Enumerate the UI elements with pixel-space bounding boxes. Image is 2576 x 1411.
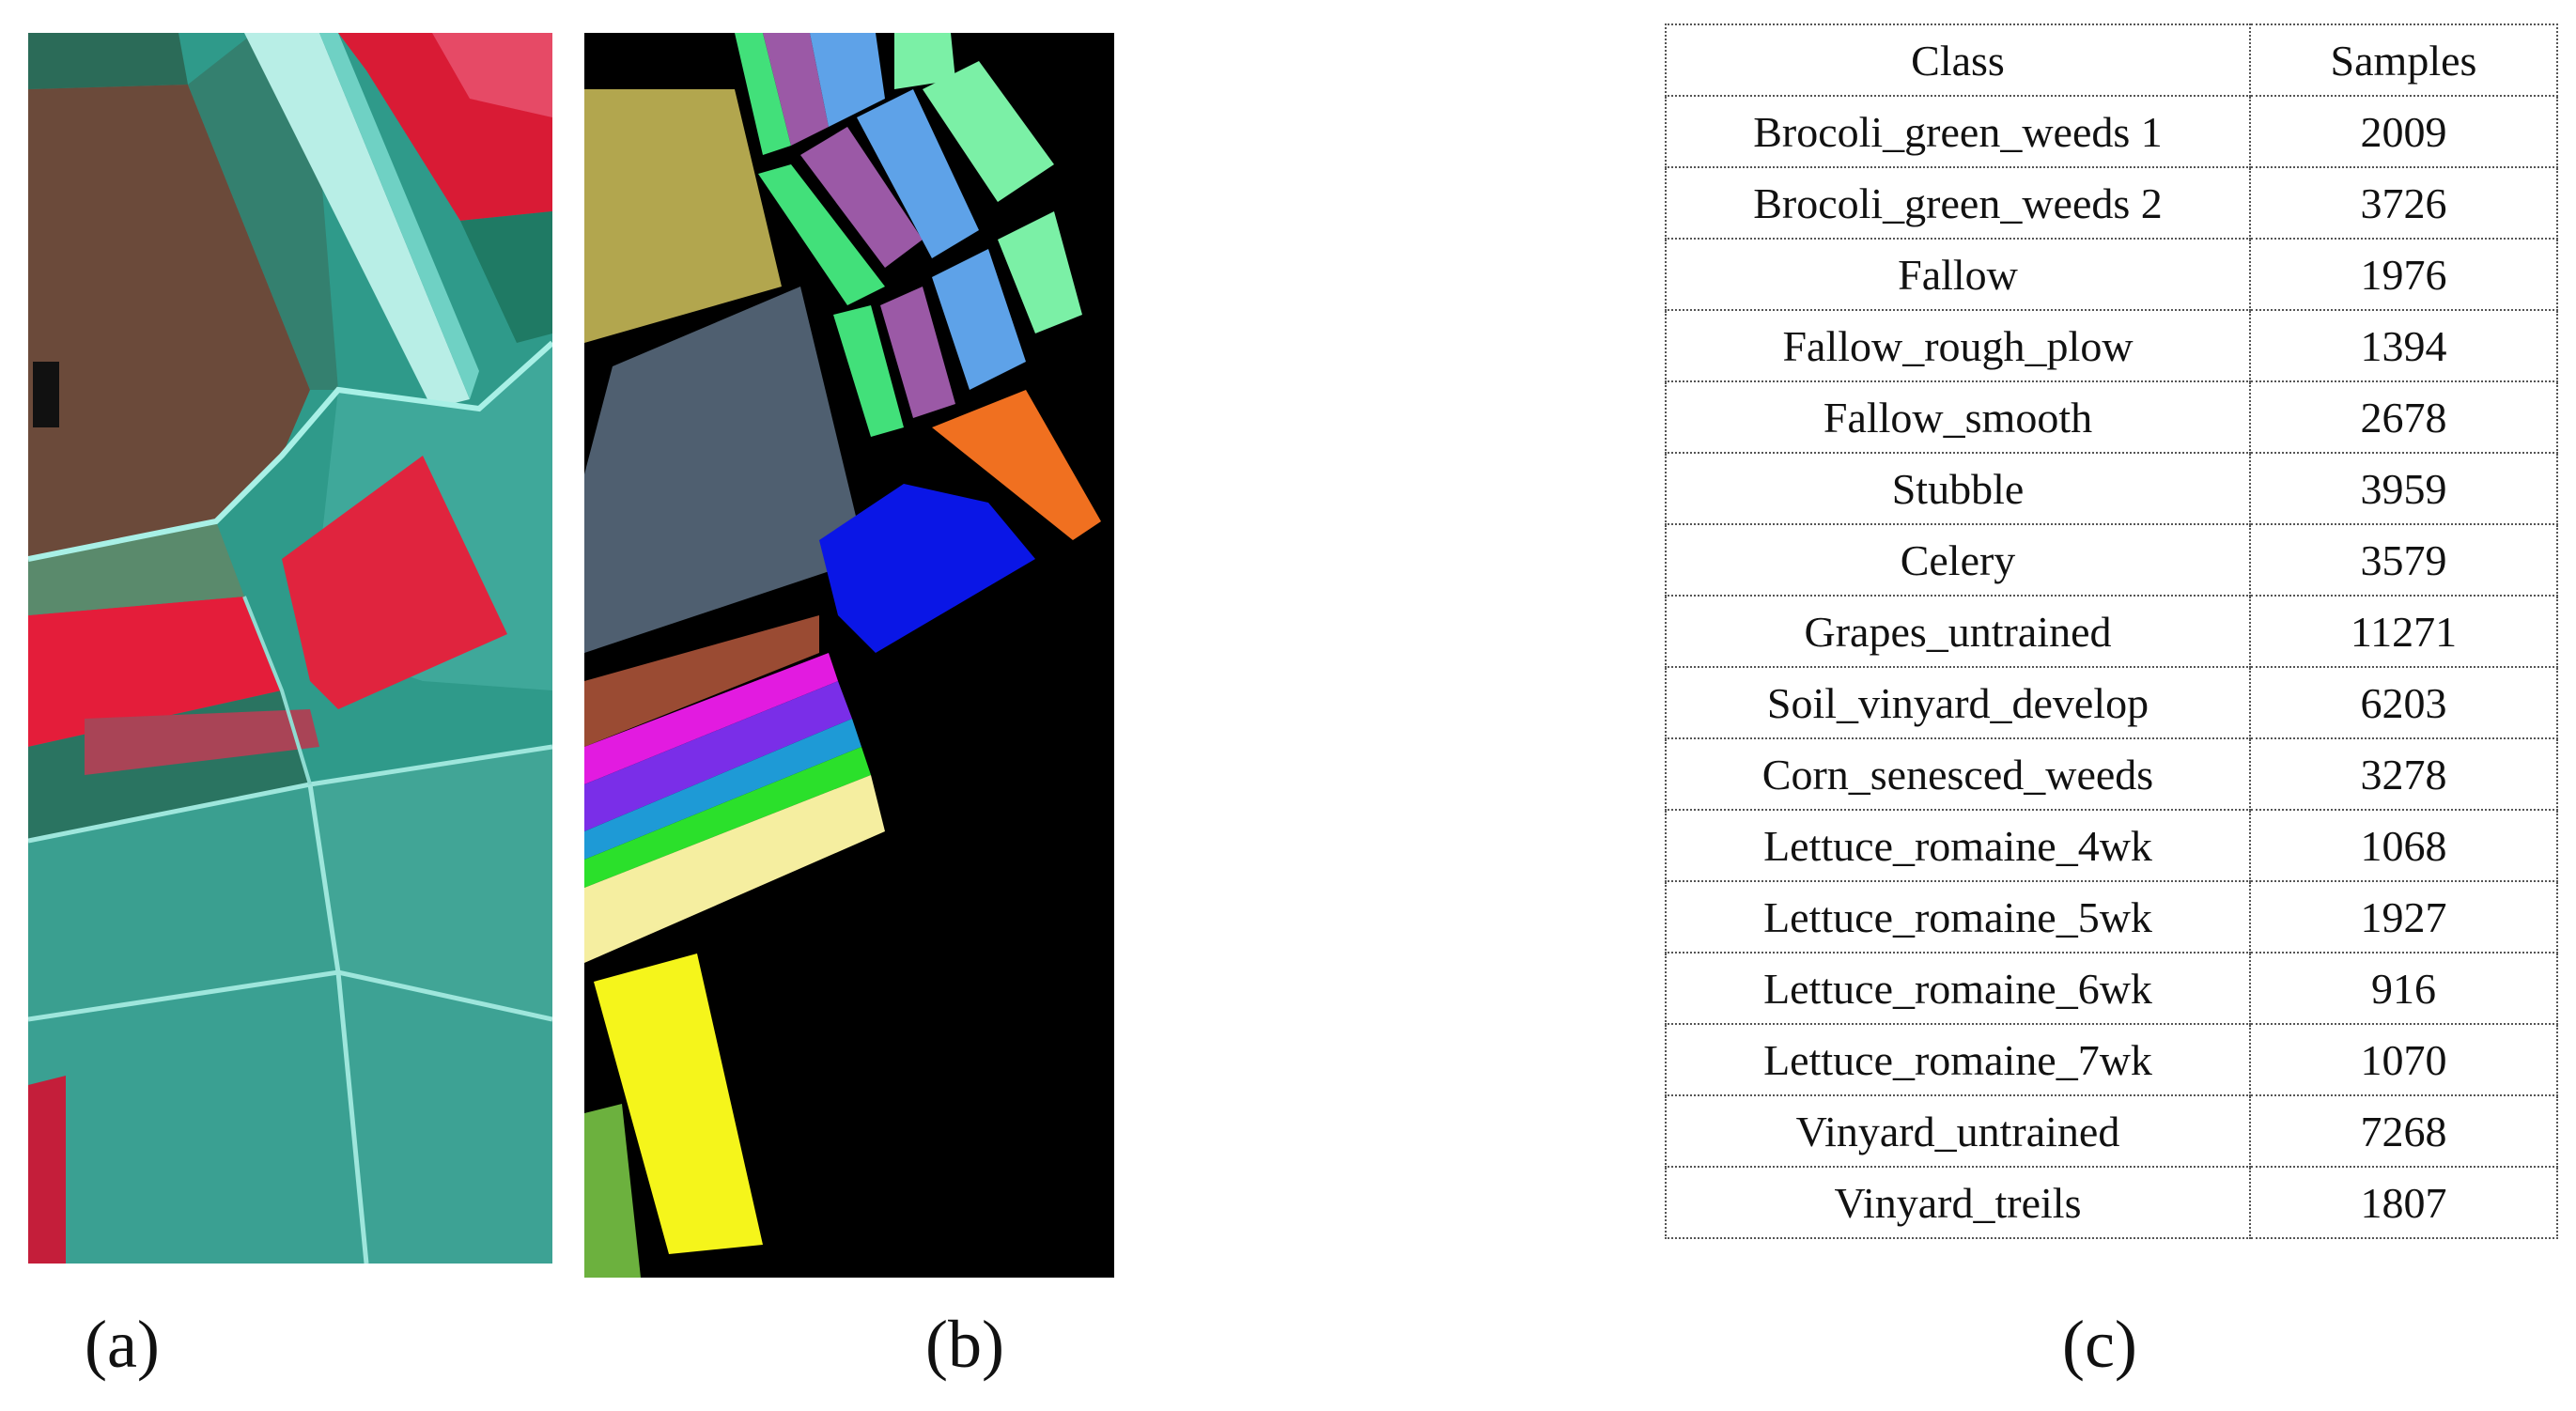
class-cell: Vinyard_untrained <box>1665 1094 2251 1168</box>
class-cell: Fallow_rough_plow <box>1665 309 2251 382</box>
class-cell: Grapes_untrained <box>1665 595 2251 668</box>
header-class: Class <box>1665 23 2251 97</box>
samples-cell: 3579 <box>2249 523 2558 597</box>
samples-cell: 1927 <box>2249 880 2558 954</box>
class-cell: Celery <box>1665 523 2251 597</box>
class-cell: Lettuce_romaine_5wk <box>1665 880 2251 954</box>
ground-truth-map <box>584 33 1114 1278</box>
class-cell: Soil_vinyard_develop <box>1665 666 2251 739</box>
samples-cell: 11271 <box>2249 595 2558 668</box>
samples-cell: 1807 <box>2249 1166 2558 1239</box>
samples-cell: 3278 <box>2249 737 2558 811</box>
false-color-image-drawing <box>28 33 552 1264</box>
caption-c: (c) <box>2062 1307 2137 1382</box>
table-header-row: Class Samples <box>1665 23 2558 97</box>
ground-truth-map-drawing <box>584 33 1114 1278</box>
class-cell: Vinyard_treils <box>1665 1166 2251 1239</box>
samples-cell: 1070 <box>2249 1023 2558 1096</box>
samples-cell: 1976 <box>2249 238 2558 311</box>
class-cell: Corn_senesced_weeds <box>1665 737 2251 811</box>
samples-cell: 7268 <box>2249 1094 2558 1168</box>
class-cell: Fallow <box>1665 238 2251 311</box>
samples-cell: 6203 <box>2249 666 2558 739</box>
samples-cell: 1068 <box>2249 809 2558 882</box>
samples-cell: 3959 <box>2249 452 2558 525</box>
class-cell: Lettuce_romaine_4wk <box>1665 809 2251 882</box>
false-color-image <box>28 33 552 1264</box>
caption-a: (a) <box>85 1307 160 1382</box>
class-cell: Brocoli_green_weeds 1 <box>1665 95 2251 168</box>
samples-cell: 1394 <box>2249 309 2558 382</box>
samples-cell: 916 <box>2249 952 2558 1025</box>
samples-cell: 3726 <box>2249 166 2558 240</box>
class-cell: Brocoli_green_weeds 2 <box>1665 166 2251 240</box>
class-cell: Fallow_smooth <box>1665 380 2251 454</box>
caption-b: (b) <box>925 1307 1004 1382</box>
header-samples: Samples <box>2249 23 2558 97</box>
samples-cell: 2009 <box>2249 95 2558 168</box>
class-cell: Lettuce_romaine_7wk <box>1665 1023 2251 1096</box>
class-cell: Lettuce_romaine_6wk <box>1665 952 2251 1025</box>
samples-cell: 2678 <box>2249 380 2558 454</box>
class-cell: Stubble <box>1665 452 2251 525</box>
